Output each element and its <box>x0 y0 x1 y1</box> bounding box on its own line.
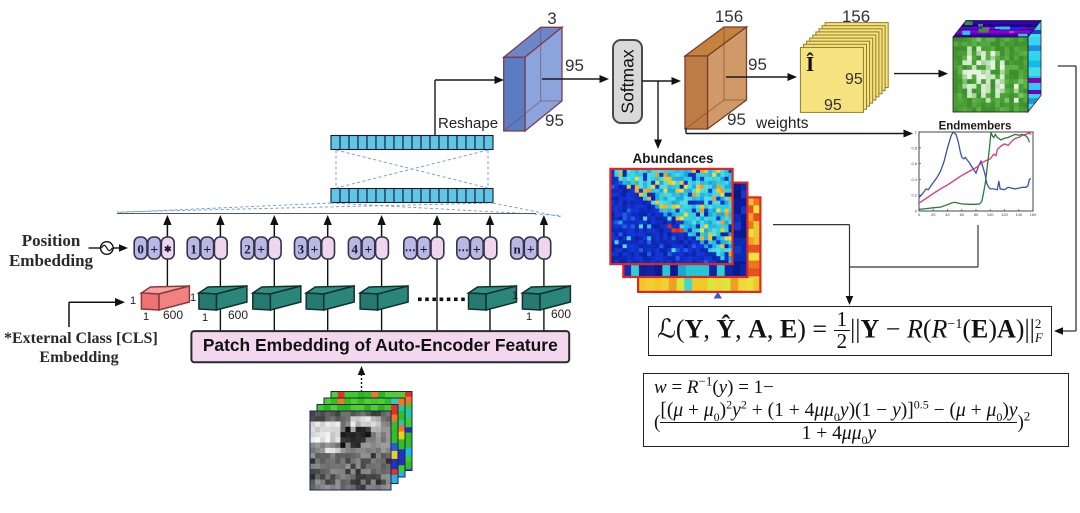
svg-text:+: + <box>420 243 428 258</box>
svg-text:0.4: 0.4 <box>911 177 917 182</box>
svg-text:4: 4 <box>352 242 359 257</box>
svg-text:Embedding: Embedding <box>39 349 118 366</box>
svg-text:600: 600 <box>551 307 571 321</box>
svg-text:weights: weights <box>755 115 809 132</box>
svg-text:20: 20 <box>931 212 936 217</box>
svg-text:600: 600 <box>163 308 183 322</box>
svg-text:1: 1 <box>512 290 518 302</box>
svg-text:0: 0 <box>915 209 918 214</box>
svg-text:160: 160 <box>1030 212 1037 217</box>
svg-text:Position: Position <box>22 231 81 250</box>
svg-text:+: + <box>364 243 372 258</box>
svg-text:0: 0 <box>137 242 144 257</box>
svg-text:80: 80 <box>974 212 979 217</box>
svg-text:1: 1 <box>190 292 196 304</box>
svg-text:1: 1 <box>202 312 208 324</box>
svg-text:1: 1 <box>130 295 136 307</box>
svg-text:Embedding: Embedding <box>9 251 94 270</box>
svg-text:3: 3 <box>298 242 305 257</box>
svg-text:120: 120 <box>1001 212 1008 217</box>
svg-text:⋯: ⋯ <box>405 245 416 257</box>
svg-text:+: + <box>203 243 211 258</box>
svg-text:95: 95 <box>845 71 863 88</box>
svg-text:156: 156 <box>715 7 743 26</box>
svg-text:n: n <box>513 242 521 257</box>
svg-text:95: 95 <box>748 55 767 74</box>
svg-text:1: 1 <box>143 311 149 323</box>
svg-text:140: 140 <box>1015 212 1022 217</box>
svg-text:1: 1 <box>526 311 532 323</box>
svg-text:0.8: 0.8 <box>911 145 917 150</box>
svg-text:95: 95 <box>727 110 746 129</box>
svg-text:1: 1 <box>190 242 197 257</box>
svg-text:Softmax: Softmax <box>618 49 638 113</box>
svg-text:95: 95 <box>824 97 842 114</box>
svg-text:0: 0 <box>918 212 921 217</box>
svg-text:*External Class [CLS]: *External Class [CLS] <box>4 330 158 347</box>
svg-text:40: 40 <box>945 212 950 217</box>
svg-text:+: + <box>257 243 265 258</box>
svg-text:+: + <box>150 243 158 258</box>
svg-text:Reshape: Reshape <box>438 115 498 132</box>
svg-text:600: 600 <box>228 308 248 322</box>
svg-text:+: + <box>473 243 481 258</box>
svg-text:Abundances: Abundances <box>632 151 713 166</box>
svg-text:Î: Î <box>806 52 814 76</box>
svg-text:0.6: 0.6 <box>911 161 917 166</box>
svg-text:95: 95 <box>545 111 564 130</box>
svg-text:Endmembers: Endmembers <box>939 121 1012 133</box>
svg-text:+: + <box>311 243 319 258</box>
svg-text:0.2: 0.2 <box>911 193 917 198</box>
svg-text:Patch Embedding of Auto-Encode: Patch Embedding of Auto-Encoder Feature <box>203 335 558 355</box>
svg-text:100: 100 <box>987 212 994 217</box>
svg-text:3: 3 <box>547 9 556 28</box>
svg-text:1: 1 <box>915 130 918 135</box>
svg-text:60: 60 <box>960 212 965 217</box>
svg-text:⋯: ⋯ <box>458 245 469 257</box>
svg-text:95: 95 <box>565 56 584 75</box>
svg-text:156: 156 <box>842 7 870 26</box>
svg-text:✱: ✱ <box>164 244 172 254</box>
svg-text:2: 2 <box>244 242 251 257</box>
svg-text:+: + <box>527 243 535 258</box>
